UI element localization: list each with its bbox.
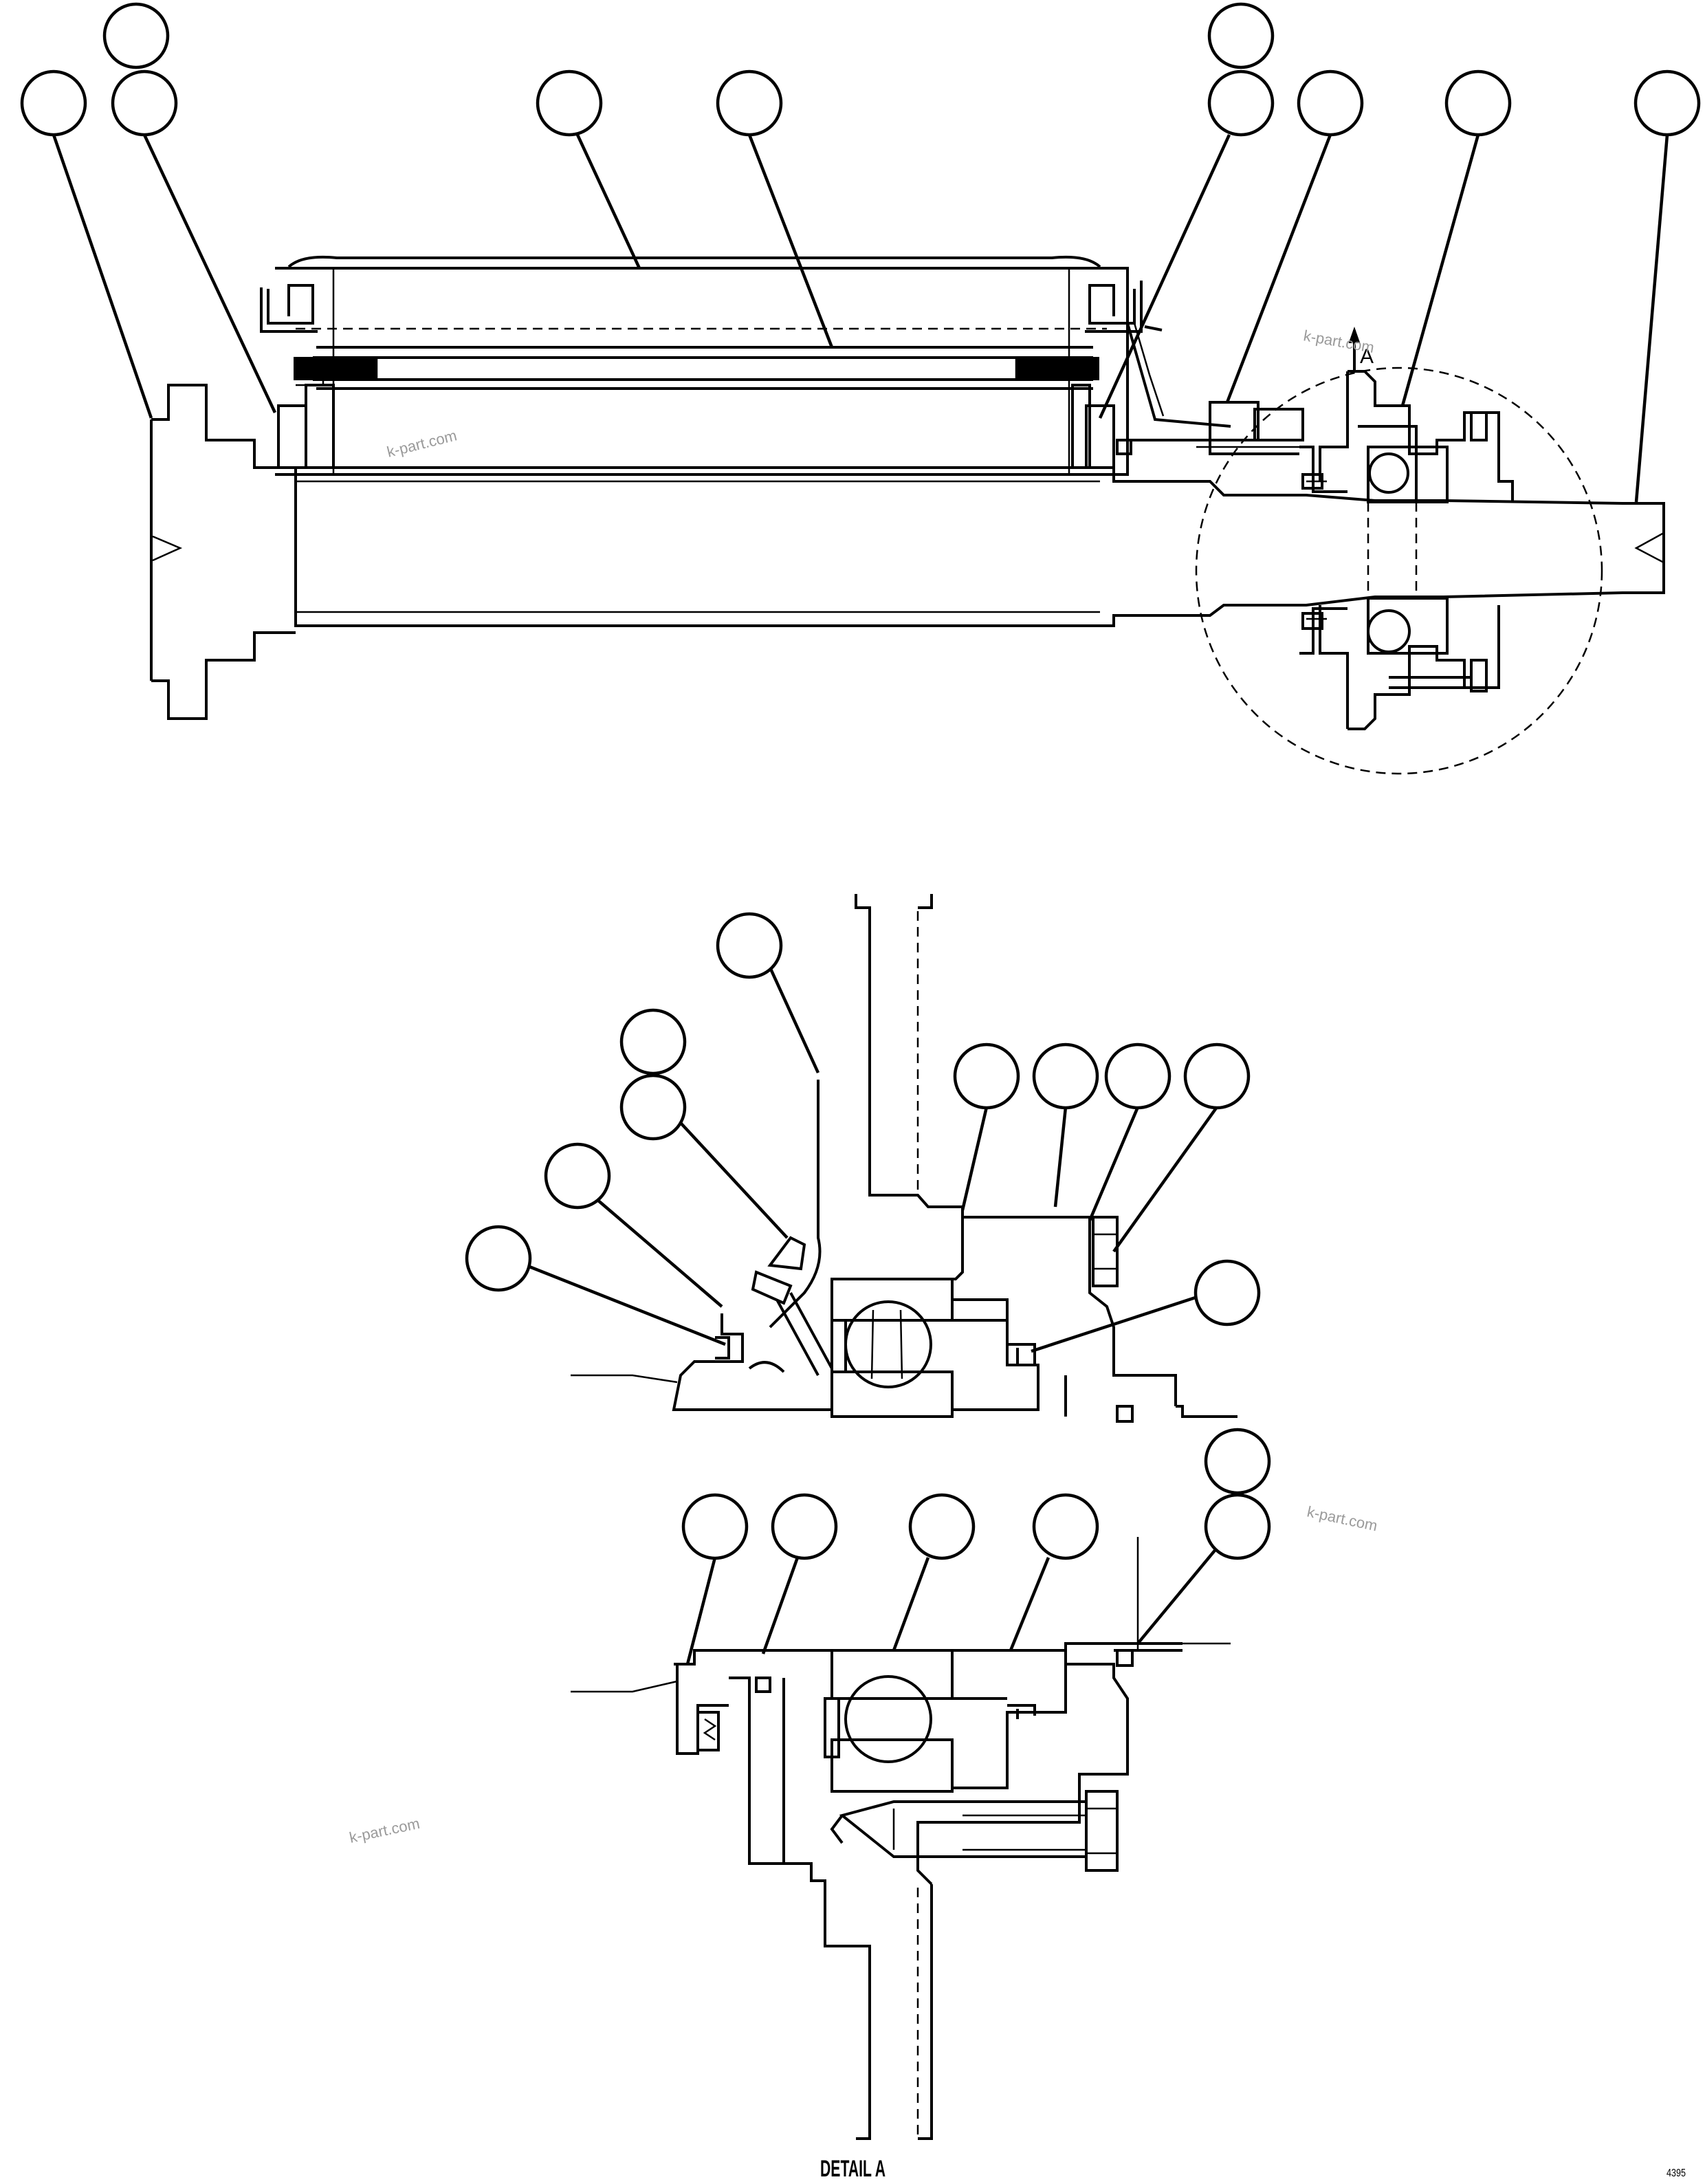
top-view-callouts <box>20 2 1701 503</box>
figure-code: 4395 <box>1666 2167 1686 2179</box>
callout-bubble <box>1204 1428 1271 1495</box>
callout-bubble <box>1207 69 1275 137</box>
callout-bubble <box>1183 1042 1251 1110</box>
detail-lower-callouts <box>681 1428 1271 1665</box>
callout-bubble <box>716 912 783 979</box>
callout-bubble <box>1204 1493 1271 1560</box>
callout-bubble <box>1634 69 1701 137</box>
callout-bubble <box>1032 1042 1099 1110</box>
detail-a-upper <box>571 894 1238 1423</box>
callout-bubble <box>111 69 178 137</box>
detail-upper-callouts <box>465 912 1261 1353</box>
callout-bubble <box>465 1225 532 1292</box>
callout-bubble <box>544 1142 611 1210</box>
callout-bubble <box>1297 69 1364 137</box>
callout-bubble <box>771 1493 838 1560</box>
callout-bubble <box>619 1073 687 1141</box>
watermark: k-part.com <box>1302 327 1376 356</box>
callout-bubble <box>716 69 783 137</box>
callout-bubble <box>1194 1259 1261 1326</box>
watermark: k-part.com <box>348 1815 421 1846</box>
callout-bubble <box>1032 1493 1099 1560</box>
callout-bubble <box>536 69 603 137</box>
callout-bubble <box>619 1008 687 1075</box>
detail-a-lower <box>571 1537 1231 2140</box>
callout-bubble <box>20 69 87 137</box>
callout-bubble <box>1104 1042 1172 1110</box>
watermark: k-part.com <box>385 426 459 460</box>
callout-bubble <box>908 1493 976 1560</box>
section-label: A <box>1360 345 1374 368</box>
shaft-assembly-view: A <box>150 255 1665 775</box>
detail-title: DETAIL A <box>820 2156 886 2182</box>
callout-bubble <box>102 2 170 69</box>
callout-bubble <box>953 1042 1020 1110</box>
callout-bubble <box>1207 2 1275 69</box>
callout-bubble <box>681 1493 749 1560</box>
detail-a-circle <box>1195 367 1603 775</box>
callout-bubble <box>1444 69 1512 137</box>
watermark: k-part.com <box>1306 1503 1379 1534</box>
